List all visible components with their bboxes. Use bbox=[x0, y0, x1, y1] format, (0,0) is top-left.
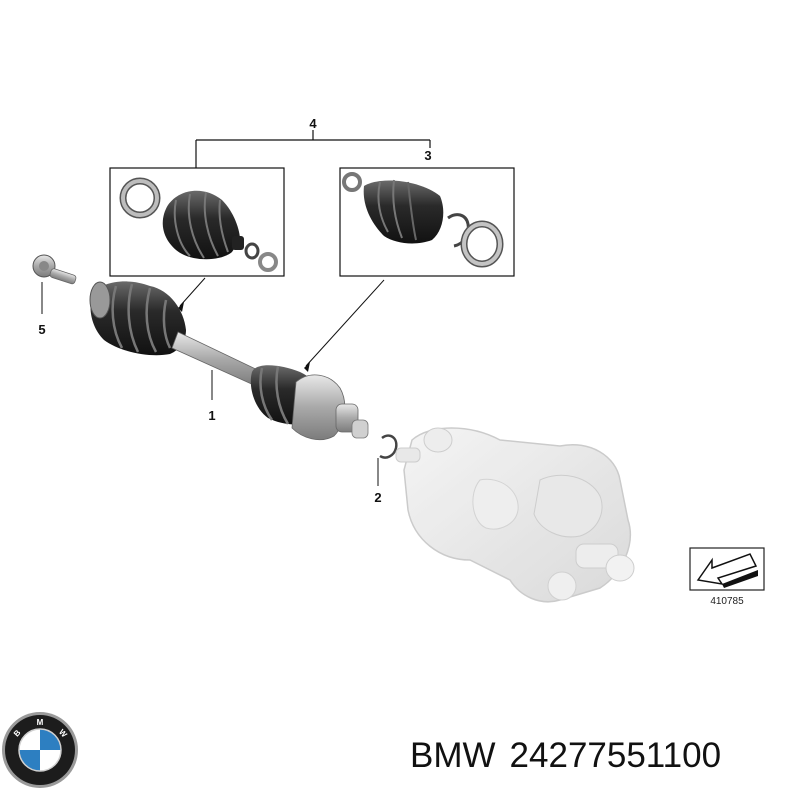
callout-4-bracket bbox=[195, 130, 431, 168]
small-clamp-band bbox=[258, 252, 278, 272]
small-clamp-ring bbox=[244, 242, 260, 260]
callout-2-label: 2 bbox=[374, 490, 381, 505]
inner-boot-kit-box bbox=[109, 167, 285, 277]
bmw-logo: B M W bbox=[2, 712, 78, 788]
logo-letter-m: M bbox=[37, 718, 44, 727]
leader-lines bbox=[41, 277, 385, 486]
differential-housing bbox=[395, 427, 635, 603]
callout-5-label: 5 bbox=[38, 322, 45, 337]
brand-name: BMW bbox=[410, 736, 496, 775]
inner-rubber-boot bbox=[162, 190, 244, 260]
reference-arrow-box bbox=[689, 547, 765, 591]
arrow-direction-icon bbox=[696, 553, 758, 588]
callout-4-label: 4 bbox=[309, 116, 317, 131]
small-clamp-band-outer bbox=[342, 172, 362, 192]
bolt-part bbox=[32, 254, 77, 285]
reference-code: 410785 bbox=[710, 596, 744, 607]
clamp-band-large bbox=[119, 177, 161, 219]
clamp-band-large-outer bbox=[460, 220, 504, 268]
part-number: 24277551100 bbox=[509, 736, 722, 775]
logo-letter-w: W bbox=[57, 728, 69, 740]
part-caption: BMW 24277551100 bbox=[410, 736, 735, 776]
callout-1-label: 1 bbox=[208, 408, 215, 423]
circlip-part bbox=[379, 434, 398, 459]
drive-shaft-part bbox=[89, 281, 369, 441]
outer-boot-kit-box bbox=[339, 167, 515, 277]
callout-3-label: 3 bbox=[424, 148, 431, 163]
logo-letter-b: B bbox=[12, 728, 23, 738]
outer-rubber-boot bbox=[363, 179, 444, 244]
